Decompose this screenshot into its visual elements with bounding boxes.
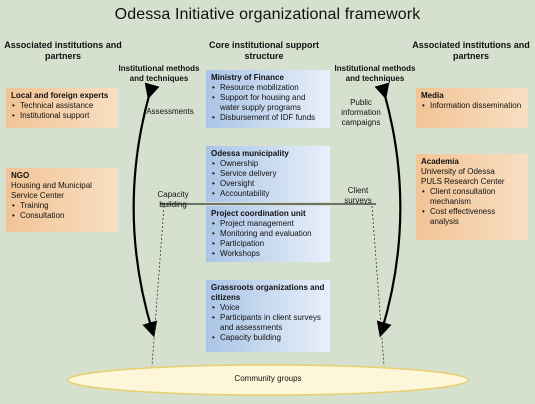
list-item: Information dissemination bbox=[422, 101, 524, 111]
partner-box-local-experts: Local and foreign experts Technical assi… bbox=[6, 88, 118, 128]
partner-box-ngo: NGO Housing and Municipal Service Center… bbox=[6, 168, 118, 232]
list-item: Technical assistance bbox=[12, 101, 114, 111]
core-title: Grassroots organizations and citizens bbox=[211, 283, 325, 302]
partner-box-media: Media Information dissemination bbox=[416, 88, 528, 128]
list-item: Monitoring and evaluation bbox=[212, 229, 326, 239]
left-column-header: Associated institutions and partners bbox=[4, 40, 122, 61]
list-item: Accountability bbox=[212, 189, 326, 199]
partner-line: Housing and Municipal bbox=[11, 181, 92, 190]
right-dashed-line bbox=[371, 205, 385, 367]
list-item: Participation bbox=[212, 239, 326, 249]
list-item: Disbursement of IDF funds bbox=[212, 113, 326, 123]
method-assessments: Assessments bbox=[146, 107, 194, 116]
core-box-project-coordination-unit: Project coordination unit Project manage… bbox=[206, 206, 330, 262]
left-methods-header: Institutional methods and techniques bbox=[118, 64, 200, 83]
partner-line: University of Odessa bbox=[421, 167, 495, 176]
core-box-odessa-municipality: Odessa municipality Ownership Service de… bbox=[206, 146, 330, 202]
list-item: Resource mobilization bbox=[212, 83, 326, 93]
community-groups-label: Community groups bbox=[234, 374, 302, 383]
list-item: Training bbox=[12, 201, 114, 211]
right-methods-header: Institutional methods and techniques bbox=[334, 64, 416, 83]
list-item: Service delivery bbox=[212, 169, 326, 179]
list-item: Voice bbox=[212, 303, 326, 313]
list-item: Client consultation mechanism bbox=[422, 187, 524, 207]
partner-line: Service Center bbox=[11, 191, 64, 200]
list-item: Oversight bbox=[212, 179, 326, 189]
right-column-header: Associated institutions and partners bbox=[412, 40, 530, 61]
diagram-title: Odessa Initiative organizational framewo… bbox=[114, 6, 421, 23]
partner-box-academia: Academia University of Odessa PULS Resea… bbox=[416, 154, 528, 240]
left-dashed-line bbox=[151, 205, 165, 367]
core-title: Odessa municipality bbox=[211, 149, 289, 158]
method-client-surveys: Client surveys bbox=[344, 186, 372, 205]
partner-title: Media bbox=[421, 91, 444, 100]
partner-line: PULS Research Center bbox=[421, 177, 505, 186]
core-title: Ministry of Finance bbox=[211, 73, 284, 82]
partner-title: NGO bbox=[11, 171, 30, 180]
list-item: Project management bbox=[212, 219, 326, 229]
core-box-grassroots: Grassroots organizations and citizens Vo… bbox=[206, 280, 330, 352]
left-double-arrow bbox=[132, 82, 160, 338]
center-column-header: Core institutional support structure bbox=[209, 40, 319, 61]
list-item: Institutional support bbox=[12, 111, 114, 121]
list-item: Participants in client surveys and asses… bbox=[212, 313, 326, 333]
right-double-arrow bbox=[374, 82, 402, 338]
list-item: Cost effectiveness analysis bbox=[422, 207, 524, 227]
list-item: Capacity building bbox=[212, 333, 326, 343]
list-item: Ownership bbox=[212, 159, 326, 169]
core-title: Project coordination unit bbox=[211, 209, 306, 218]
partner-title: Academia bbox=[421, 157, 459, 166]
partner-title: Local and foreign experts bbox=[11, 91, 109, 100]
list-item: Support for housing and water supply pro… bbox=[212, 93, 326, 113]
list-item: Consultation bbox=[12, 211, 114, 221]
core-box-ministry-of-finance: Ministry of Finance Resource mobilizatio… bbox=[206, 70, 330, 128]
community-ellipse bbox=[67, 364, 469, 396]
list-item: Workshops bbox=[212, 249, 326, 259]
method-public-information: Public information campaigns bbox=[341, 98, 381, 127]
method-capacity-building: Capacity building bbox=[157, 190, 189, 209]
